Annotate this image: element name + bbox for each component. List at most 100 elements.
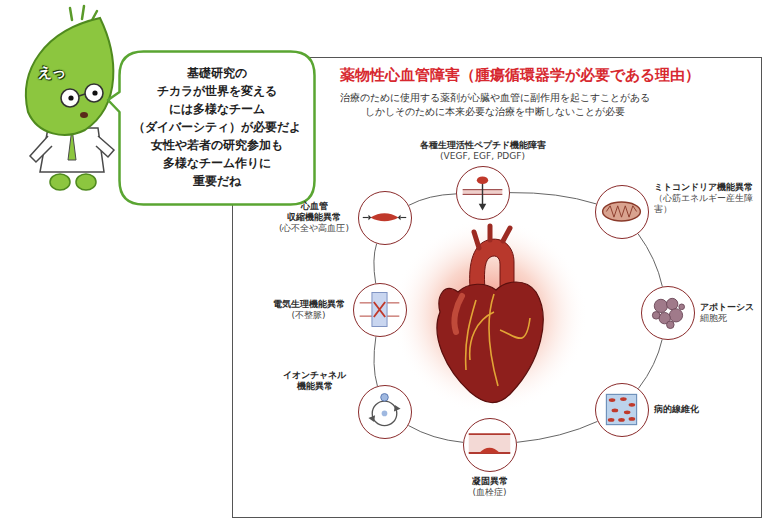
mechanism-name: 各種生理活性ペプチド機能障害: [419, 140, 546, 151]
icon-part: [381, 394, 389, 402]
mascot: [26, 6, 114, 190]
ring-connector: [638, 234, 662, 287]
heart-body: [437, 282, 543, 403]
mechanism-name: ミトコンドリア機能異常: [654, 182, 755, 193]
subtitle-wrap: 治療のために使用する薬剤が心臓や血管に副作用を起こすことがある: [340, 91, 650, 104]
icon-part: [618, 418, 625, 422]
mechanism-name: 病的線維化: [654, 404, 700, 415]
icon-part: [652, 312, 660, 320]
ring-connector: [374, 337, 377, 386]
leg: [50, 174, 70, 190]
mechanism-label: 凝固異常(血栓症): [471, 476, 508, 498]
exclamation: えっ: [38, 64, 66, 82]
subtitle: しかしそのために本来必要な治療を中断しないことが必要: [365, 105, 625, 118]
mechanism-label: ミトコンドリア機能異常（心筋エネルギー産生障害）: [654, 182, 755, 215]
icon-part: [398, 215, 401, 221]
subtitle-wrap: しかしそのために本来必要な治療を中断しないことが必要: [365, 105, 625, 118]
icon-part: [608, 418, 615, 422]
ring-connector: [517, 421, 598, 442]
ring-connector: [408, 425, 463, 442]
icon-part: [654, 299, 667, 312]
bubble-shape: [108, 52, 315, 205]
mechanism-icon: [642, 287, 693, 338]
icon-part: [606, 206, 636, 217]
mechanism-note: (不整脈): [272, 310, 345, 321]
mechanism-circle: 心血管 収縮機能異常(心不全や高血圧): [358, 191, 412, 245]
atrium: [454, 296, 462, 332]
mechanism-name: アポトーシス: [700, 302, 755, 313]
mechanism-icon: [359, 192, 410, 243]
heart-illustration: [392, 218, 588, 414]
exclamation-wrap: えっ: [38, 64, 66, 82]
speech-bubble: 基礎研究の チカラが世界を変える には多様なチーム （ダイバーシティ）が必要だよ…: [118, 50, 316, 206]
mechanism-label: アポトーシス細胞死: [700, 302, 755, 324]
icon-part: [620, 397, 627, 401]
eye: [68, 95, 73, 100]
icon-part: [382, 411, 388, 417]
icon-part: [629, 417, 636, 421]
icon-part: [372, 293, 387, 327]
ring-connector: [510, 193, 596, 204]
title-wrap: 薬物性心血管障害（腫瘍循環器学が必要である理由）: [340, 66, 700, 84]
glasses-bridge: [79, 94, 85, 96]
mechanism-circle: イオンチャネル 機能異常: [358, 385, 412, 439]
mechanism-icon: [354, 284, 405, 335]
icon-part: [401, 217, 407, 218]
mechanism-circle: 電気生理機能異常(不整脈): [353, 283, 407, 337]
mechanism-circle: ミトコンドリア機能異常（心筋エネルギー産生障害）: [595, 185, 649, 239]
glasses: [61, 89, 79, 107]
glasses: [85, 84, 103, 102]
leg: [76, 174, 96, 190]
mechanism-circle: 各種生理活性ペプチド機能障害(VEGF, EGF, PDGF): [456, 166, 510, 220]
mechanism-name: イオンチャネル 機能異常: [281, 370, 349, 392]
icon-part: [374, 302, 385, 317]
vessels: [474, 226, 510, 248]
icon-part: [469, 434, 511, 453]
mechanism-circle: 病的線維化: [595, 383, 649, 437]
mechanism-label: イオンチャネル 機能異常: [280, 370, 349, 392]
mechanism-name: 電気生理機能異常: [272, 299, 345, 310]
ring-connector: [409, 194, 456, 205]
bubble-text: 基礎研究の チカラが世界を変える には多様なチーム （ダイバーシティ）が必要だよ…: [129, 64, 305, 190]
icon-part: [612, 409, 619, 413]
icon-part: [479, 448, 500, 453]
mechanism-icon: [596, 186, 647, 237]
mechanism-circle: 凝固異常(血栓症): [463, 418, 517, 472]
ring-connector: [374, 244, 377, 284]
icon-part: [363, 217, 369, 218]
mechanism-icon: [457, 167, 508, 218]
icon-part: [629, 403, 636, 407]
icon-part: [667, 321, 675, 329]
icon-part: [469, 433, 511, 435]
mechanism-label: 各種生理活性ペプチド機能障害(VEGF, EGF, PDGF): [419, 140, 546, 162]
icon-part: [479, 204, 487, 211]
mechanism-circle: アポトーシス細胞死: [641, 286, 695, 340]
mouth: [80, 112, 88, 118]
mechanism-icon: [464, 419, 515, 470]
subtitle: 治療のために使用する薬剤が心臓や血管に副作用を起こすことがある: [340, 91, 650, 104]
icon-part: [669, 309, 682, 322]
mechanism-note: （心筋エネルギー産生障害）: [654, 193, 754, 215]
icon-part: [372, 401, 397, 426]
mechanism-note: (VEGF, EGF, PDGF): [419, 151, 546, 162]
mechanism-label: 心血管 収縮機能異常(心不全や高血圧): [278, 201, 350, 234]
icon-part: [370, 213, 398, 221]
coronary-arteries: [466, 294, 530, 386]
diagram-title: 薬物性心血管障害（腫瘍循環器学が必要である理由）: [340, 66, 700, 84]
mechanism-note: 細胞死: [700, 313, 755, 324]
mechanism-name: 心血管 収縮機能異常: [285, 201, 343, 223]
icon-part: [624, 410, 631, 414]
mechanism-icon: [596, 384, 647, 435]
icon-part: [679, 304, 685, 310]
icon-part: [606, 394, 636, 424]
icon-part: [368, 215, 371, 221]
icon-part: [609, 398, 616, 402]
mechanism-label: 病的線維化: [654, 404, 700, 415]
eye: [92, 90, 97, 95]
mascot-head: [26, 18, 113, 135]
mechanism-label: 電気生理機能異常(不整脈): [272, 299, 345, 321]
heart-glow: [392, 218, 588, 414]
mechanism-icon: [359, 386, 410, 437]
mechanism-note: (血栓症): [471, 487, 508, 498]
